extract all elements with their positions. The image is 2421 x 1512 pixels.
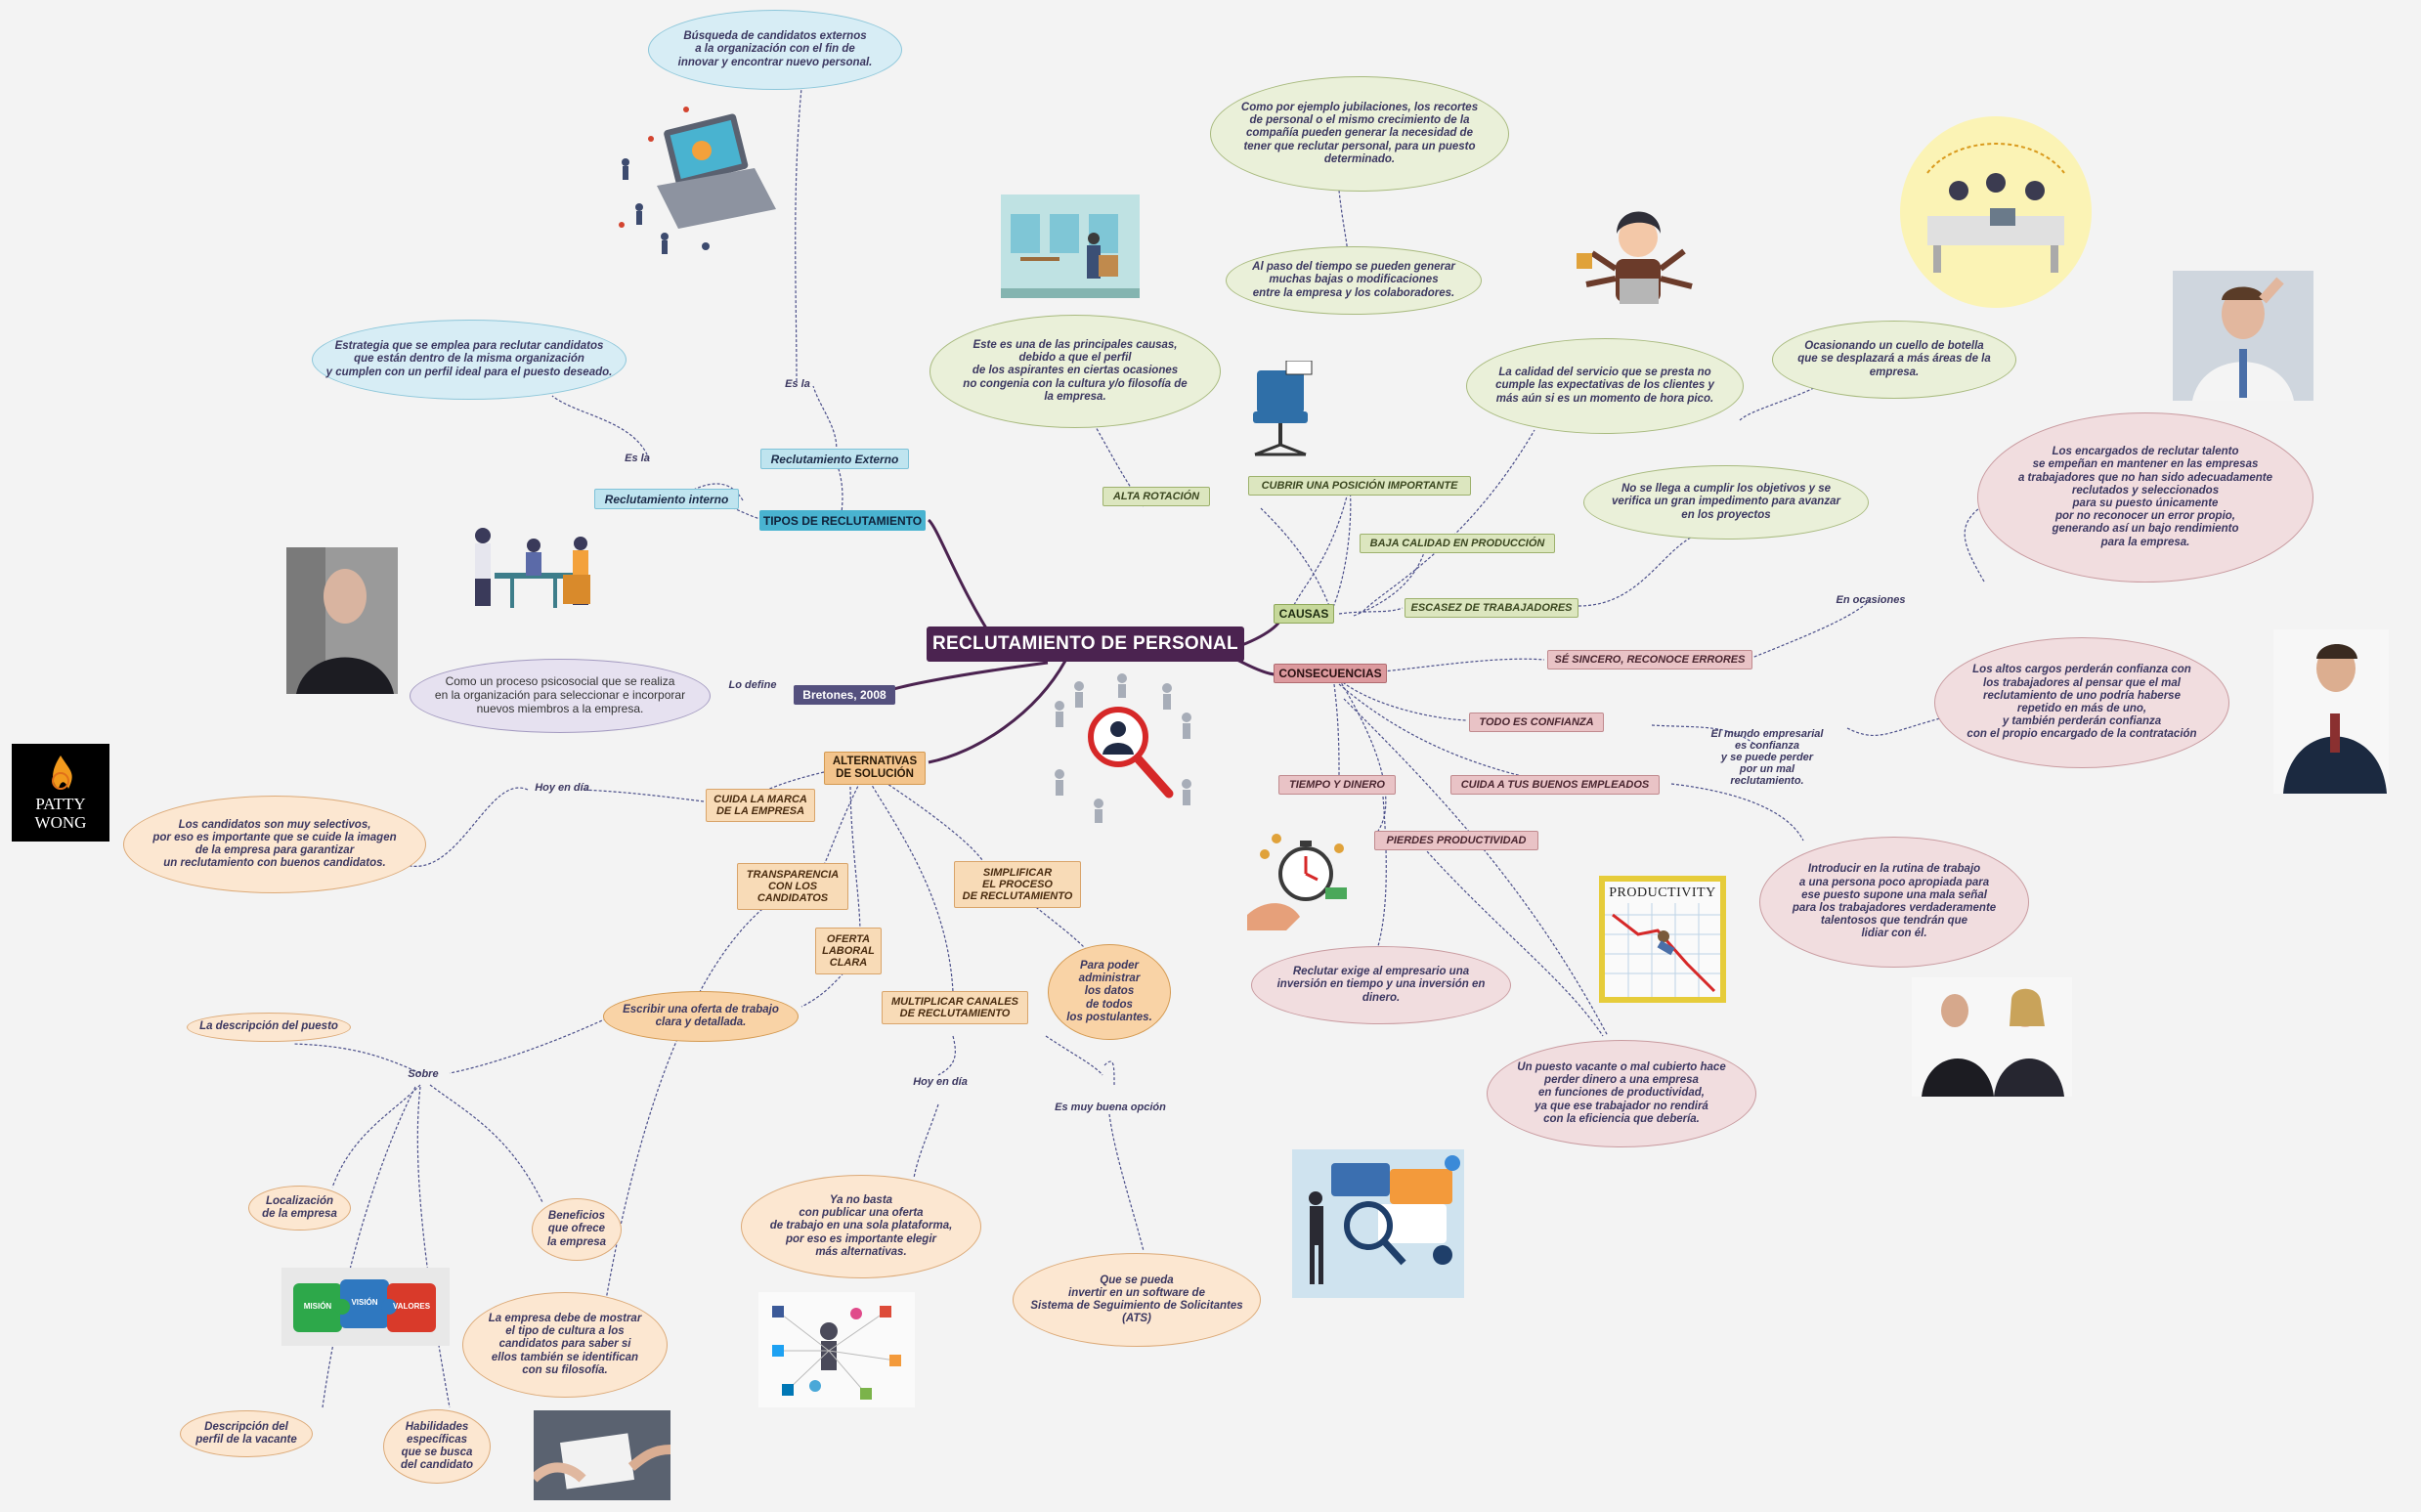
reclutamiento-interno-node[interactable]: Reclutamiento interno	[594, 489, 739, 509]
busy-woman-illustration	[1573, 194, 1705, 325]
se-sincero-definition[interactable]: Los encargados de reclutar talento se em…	[1977, 412, 2313, 583]
alta-rotacion-definition[interactable]: Este es una de las principales causas, d…	[929, 315, 1221, 428]
puzzle-vision: VISIÓN	[351, 1298, 378, 1307]
oferta-definition[interactable]: Escribir una oferta de trabajo clara y d…	[603, 991, 799, 1042]
es-la-interno-label: Es la	[625, 453, 650, 464]
sobre-item-descripcion-puesto[interactable]: La descripción del puesto	[187, 1013, 351, 1042]
hoy-en-dia-marca-label: Hoy en día	[535, 782, 589, 794]
buena-opcion-label: Es muy buena opción	[1055, 1102, 1166, 1113]
lo-define-label: Lo define	[728, 679, 777, 691]
laptop-recruiting-illustration	[608, 100, 784, 258]
patty-wong-logo: PATTY WONG	[12, 744, 109, 842]
arguing-couple-photo	[1912, 977, 2072, 1097]
cuida-empleados-node[interactable]: CUIDA A TUS BUENOS EMPLEADOS	[1450, 775, 1660, 795]
cubrir-posicion-node[interactable]: CUBRIR UNA POSICIÓN IMPORTANTE	[1248, 476, 1471, 496]
document-signing-photo	[534, 1410, 670, 1500]
social-network-illustration	[758, 1292, 915, 1407]
alternativas-header[interactable]: ALTERNATIVAS DE SOLUCIÓN	[824, 752, 926, 785]
cubrir-definition-1[interactable]: Al paso del tiempo se pueden generar muc…	[1226, 246, 1482, 315]
simplificar-proceso-node[interactable]: SIMPLIFICAR EL PROCESO DE RECLUTAMIENTO	[954, 861, 1081, 908]
es-la-externo-label: Es la	[785, 378, 810, 390]
logo-line2: WONG	[34, 813, 87, 832]
productivity-decline-illustration: PRODUCTIVITY	[1599, 876, 1726, 1003]
escasez-definition-2[interactable]: Ocasionando un cuello de botella que se …	[1772, 321, 2016, 399]
root-node[interactable]: RECLUTAMIENTO DE PERSONAL	[927, 626, 1244, 662]
cuida-marca-definition[interactable]: Los candidatos son muy selectivos, por e…	[123, 796, 426, 893]
hoy-en-dia-multiplicar-label: Hoy en día	[913, 1076, 968, 1088]
baja-calidad-definition[interactable]: La calidad del servicio que se presta no…	[1466, 338, 1744, 434]
en-ocasiones-label: En ocasiones	[1836, 594, 1906, 606]
stressed-man-photo	[2173, 271, 2313, 401]
oferta-laboral-node[interactable]: OFERTA LABORAL CLARA	[815, 928, 882, 974]
sobre-label: Sobre	[408, 1068, 439, 1080]
puzzle-mision: MISIÓN	[303, 1302, 332, 1311]
search-people-illustration	[1040, 667, 1206, 825]
externo-definition[interactable]: Búsqueda de candidatos externos a la org…	[648, 10, 902, 90]
logo-line1: PATTY	[35, 795, 86, 813]
interview-meeting-illustration	[465, 516, 602, 614]
sobre-item-localizacion[interactable]: Localización de la empresa	[248, 1186, 351, 1231]
man-portrait-photo	[286, 547, 398, 694]
sobre-item-descripcion-perfil[interactable]: Descripción del perfil de la vacante	[180, 1410, 313, 1457]
ats-search-illustration	[1292, 1149, 1464, 1298]
transparencia-node[interactable]: TRANSPARENCIA CON LOS CANDIDATOS	[737, 863, 848, 910]
tiempo-dinero-definition[interactable]: Reclutar exige al empresario una inversi…	[1251, 946, 1511, 1024]
productivity-sign: PRODUCTIVITY	[1609, 886, 1716, 900]
se-sincero-node[interactable]: SÉ SINCERO, RECONOCE ERRORES	[1547, 650, 1752, 670]
mision-vision-valores-puzzle: MISIÓN VISIÓN VALORES	[281, 1268, 450, 1346]
tipos-header[interactable]: TIPOS DE RECLUTAMIENTO	[759, 510, 926, 531]
cuida-marca-node[interactable]: CUIDA LA MARCA DE LA EMPRESA	[706, 789, 815, 822]
office-move-illustration	[1001, 194, 1140, 298]
pierdes-productividad-definition[interactable]: Un puesto vacante o mal cubierto hace pe…	[1487, 1040, 1756, 1147]
office-chair-illustration	[1239, 361, 1321, 466]
tiempo-dinero-node[interactable]: TIEMPO Y DINERO	[1278, 775, 1396, 795]
thinking-man-photo	[2273, 629, 2389, 794]
stopwatch-money-illustration	[1247, 829, 1351, 934]
bretones-definition[interactable]: Como un proceso psicosocial que se reali…	[410, 659, 711, 733]
sobre-item-habilidades[interactable]: Habilidades específicas que se busca del…	[383, 1409, 491, 1484]
alta-rotacion-node[interactable]: ALTA ROTACIÓN	[1102, 487, 1210, 506]
escasez-definition-1[interactable]: No se llega a cumplir los objetivos y se…	[1583, 465, 1869, 540]
baja-calidad-node[interactable]: BAJA CALIDAD EN PRODUCCIÓN	[1360, 534, 1555, 553]
bretones-node[interactable]: Bretones, 2008	[794, 685, 895, 705]
multiplicar-definition[interactable]: Ya no basta con publicar una oferta de t…	[741, 1175, 981, 1278]
confianza-definition[interactable]: Los altos cargos perderán confianza con …	[1934, 637, 2229, 768]
sobre-item-beneficios[interactable]: Beneficios que ofrece la empresa	[532, 1198, 622, 1261]
cubrir-definition-2[interactable]: Como por ejemplo jubilaciones, los recor…	[1210, 76, 1509, 192]
stressed-office-illustration	[1898, 114, 2094, 310]
puzzle-valores: VALORES	[392, 1302, 431, 1311]
cuida-empleados-definition[interactable]: Introducir en la rutina de trabajo a una…	[1759, 837, 2029, 968]
transparencia-definition[interactable]: La empresa debe de mostrar el tipo de cu…	[462, 1292, 668, 1398]
escasez-node[interactable]: ESCASEZ DE TRABAJADORES	[1405, 598, 1578, 618]
consecuencias-header[interactable]: CONSECUENCIAS	[1274, 664, 1387, 683]
ats-definition[interactable]: Que se pueda invertir en un software de …	[1013, 1253, 1261, 1347]
causas-header[interactable]: CAUSAS	[1274, 604, 1334, 624]
confianza-middle-label: El mundo empresarial es confianza y se p…	[1710, 728, 1824, 787]
simplificar-definition[interactable]: Para poder administrar los datos de todo…	[1048, 944, 1171, 1040]
interno-definition[interactable]: Estrategia que se emplea para reclutar c…	[312, 320, 627, 400]
todo-confianza-node[interactable]: TODO ES CONFIANZA	[1469, 713, 1604, 732]
multiplicar-canales-node[interactable]: MULTIPLICAR CANALES DE RECLUTAMIENTO	[882, 991, 1028, 1024]
reclutamiento-externo-node[interactable]: Reclutamiento Externo	[760, 449, 909, 469]
pierdes-productividad-node[interactable]: PIERDES PRODUCTIVIDAD	[1374, 831, 1538, 850]
